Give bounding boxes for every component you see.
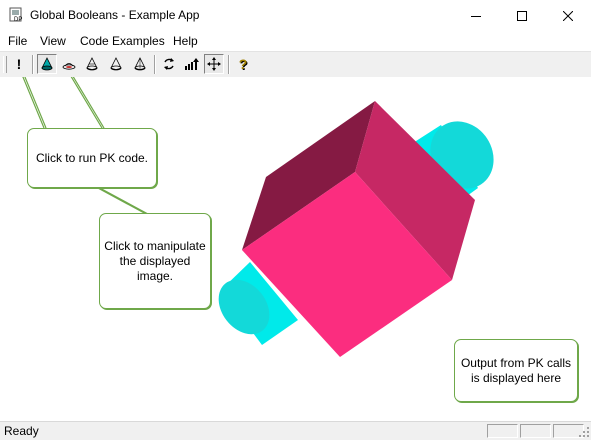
left-cylinder	[218, 262, 298, 345]
resize-grip-icon[interactable]	[578, 426, 590, 438]
minimize-icon	[471, 15, 481, 17]
run-code-button[interactable]: !	[9, 54, 29, 74]
manipulate-callout: Click to manipulate the displayed image.	[99, 213, 211, 309]
toolbar: !	[0, 51, 591, 78]
menu-code-examples[interactable]: Code Examples	[80, 34, 165, 48]
output-callout: Output from PK calls is displayed here	[454, 339, 578, 402]
graphics-viewport[interactable]: Click to run PK code. Click to manipulat…	[0, 77, 591, 421]
close-icon	[563, 10, 573, 21]
shaded-view-button[interactable]	[37, 54, 57, 74]
run-code-callout-text: Click to run PK code.	[35, 150, 149, 165]
outline-view-button[interactable]	[106, 54, 126, 74]
model-view	[22, 77, 494, 357]
menu-help[interactable]: Help	[173, 34, 198, 48]
maximize-icon	[517, 10, 527, 21]
output-callout-text: Output from PK calls is displayed here	[460, 355, 572, 385]
status-pane	[520, 424, 551, 438]
cone-hidden-line-icon	[62, 63, 76, 70]
toolbar-grip[interactable]	[3, 56, 7, 73]
rotate-icon	[164, 58, 174, 70]
cone-outline-icon	[110, 57, 122, 71]
status-pane	[487, 424, 518, 438]
menu-bar: File View Code Examples Help	[0, 31, 591, 51]
help-icon: ?	[238, 56, 248, 72]
toolbar-separator	[32, 55, 34, 74]
help-button[interactable]: ?	[233, 54, 253, 74]
minimize-button[interactable]	[453, 0, 499, 31]
zoom-icon	[185, 58, 199, 70]
window-title: Global Booleans - Example App	[30, 8, 200, 22]
status-text: Ready	[4, 424, 39, 438]
menu-view[interactable]: View	[40, 34, 66, 48]
cone-silhouette-icon	[86, 57, 98, 71]
menu-file[interactable]: File	[8, 34, 28, 48]
cube	[242, 101, 475, 357]
status-bar: Ready	[0, 421, 591, 440]
maximize-button[interactable]	[499, 0, 545, 31]
rotate-button[interactable]	[159, 54, 179, 74]
app-icon: DP	[9, 7, 22, 23]
close-button[interactable]	[545, 0, 591, 31]
pan-icon	[207, 57, 221, 71]
manipulate-callout-text: Click to manipulate the displayed image.	[104, 238, 206, 283]
cone-wireframe-icon	[134, 57, 146, 71]
callout-leaders	[22, 77, 149, 215]
cone-shaded-icon	[41, 57, 53, 71]
title-bar: DP Global Booleans - Example App	[0, 0, 591, 31]
svg-text:DP: DP	[14, 17, 22, 23]
exclamation-icon: !	[16, 56, 22, 72]
run-code-callout: Click to run PK code.	[27, 128, 157, 188]
zoom-button[interactable]	[182, 54, 202, 74]
pan-button[interactable]	[204, 54, 224, 74]
silhouette-view-button[interactable]	[82, 54, 102, 74]
wireframe-view-button[interactable]	[130, 54, 150, 74]
toolbar-separator	[154, 55, 156, 74]
toolbar-separator	[228, 55, 230, 74]
hidden-line-view-button[interactable]	[59, 54, 79, 74]
